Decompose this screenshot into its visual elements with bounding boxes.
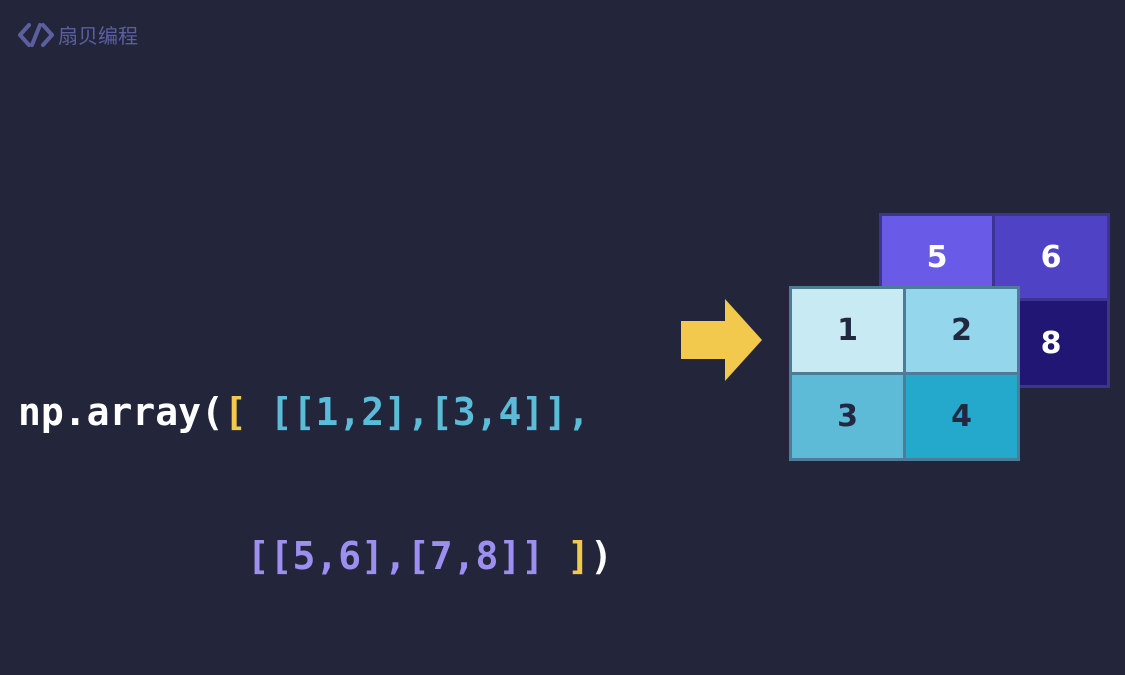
np-array-call: np.array( (18, 390, 224, 434)
code-indent (18, 534, 247, 578)
array-cell-4: 4 (903, 372, 1020, 461)
code-brackets-icon (18, 22, 54, 47)
code-snippet: np.array([ [[1,2],[3,4]], [[5,6],[7,8]] … (18, 292, 613, 628)
array-cell-3: 3 (789, 372, 906, 461)
code-space (247, 390, 270, 434)
right-arrow-icon (681, 299, 762, 381)
closing-paren: ) (589, 534, 613, 578)
array-layer-front: 1 2 3 4 (789, 286, 1020, 461)
code-space (544, 534, 567, 578)
array-cell-1: 1 (789, 286, 906, 375)
first-sub-array: [[1,2],[3,4]] (269, 390, 568, 434)
code-line-1: np.array([ [[1,2],[3,4]], (18, 388, 613, 436)
sub-array-comma: , (567, 390, 590, 434)
outer-open-bracket: [ (223, 390, 247, 434)
outer-close-bracket: ] (567, 534, 590, 578)
brand-logo: 扇贝编程 (18, 20, 138, 49)
array-cell-2: 2 (903, 286, 1020, 375)
code-line-2: [[5,6],[7,8]] ]) (18, 532, 613, 580)
second-sub-array: [[5,6],[7,8]] (246, 534, 545, 578)
brand-name: 扇贝编程 (58, 24, 138, 48)
